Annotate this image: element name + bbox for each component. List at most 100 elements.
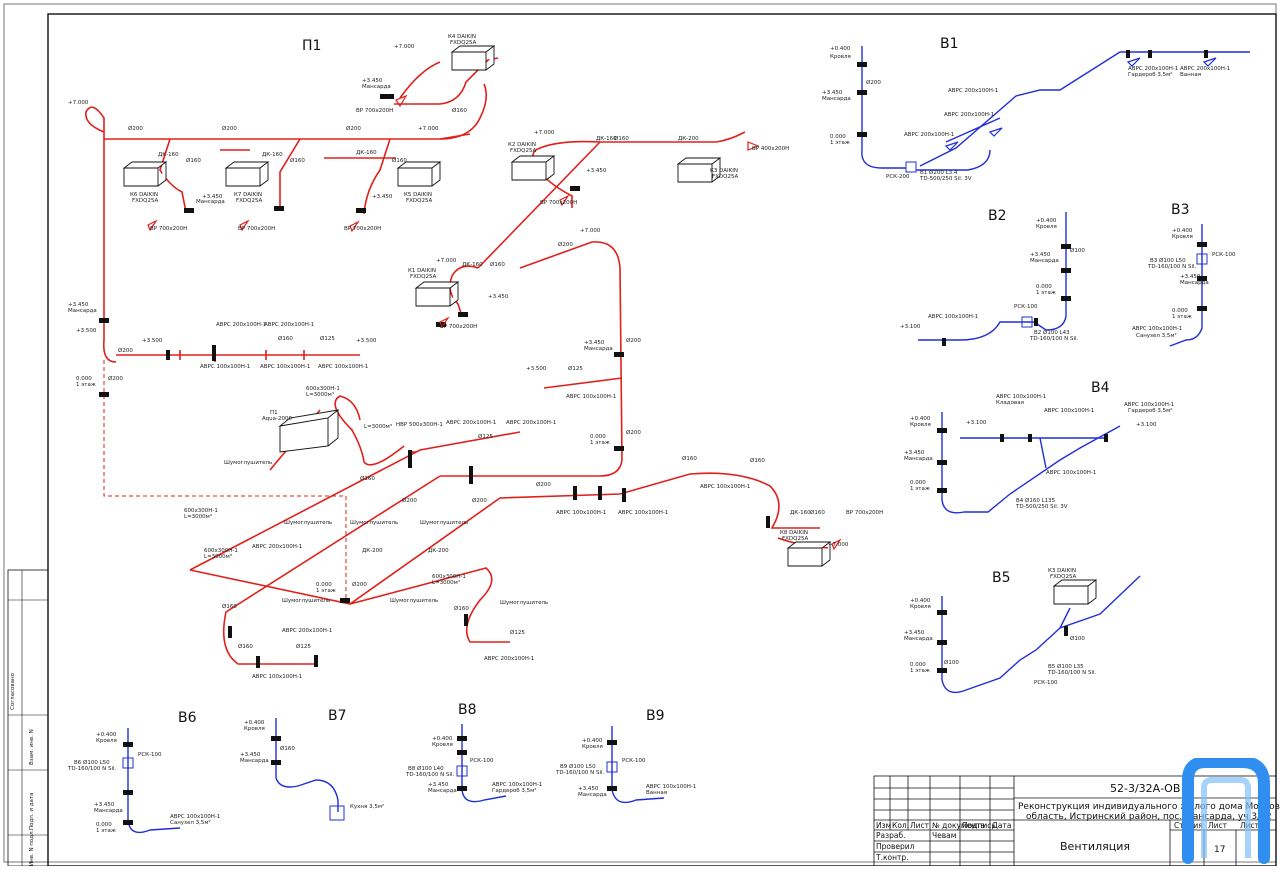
v7-label-plus3450: +3.450 — [240, 752, 261, 758]
label-shum-3: Шумоглушитель — [350, 520, 398, 526]
label-elev-16: +7.000 — [394, 44, 415, 50]
v4-label-guard: Гардероб 3,5м² — [1128, 407, 1173, 414]
label-k5: К5 DAIKIN — [404, 192, 432, 198]
v5-label-rsk: РСК-100 — [1034, 680, 1058, 686]
label-abvr-7: АВРС 200х100Н-1 — [484, 656, 534, 662]
label-d200-10: Ø200 — [118, 347, 133, 354]
v1-fittings — [857, 50, 1208, 137]
v2-label-manzard: Мансарда — [1030, 258, 1059, 264]
label-shum-4: Шумоглушитель — [420, 520, 468, 526]
v8-label-room: Гардероб 3,5м² — [492, 787, 537, 794]
label-vr-8: ВР 700х200Н — [846, 510, 883, 516]
stamp-razrab-name: Чевам — [932, 831, 956, 840]
label-dk-8: ДК-200 — [362, 548, 383, 554]
label-d200-12: Ø200 — [352, 581, 367, 588]
strip-podpis: Подп. и дата — [29, 793, 35, 830]
label-d200-8: Ø200 — [472, 497, 487, 504]
label-abvr-3: АВРС 200х100Н-1 — [446, 420, 496, 426]
v2-fan — [1021, 316, 1033, 328]
label-abvr2-8: АВРС 100х100Н-1 — [252, 674, 302, 680]
v8-label-grille: АВРС 100х100Н-1 — [492, 782, 542, 788]
v1-label-grille-4: АВРС 200х100Н-1 — [1128, 66, 1178, 72]
label-k4: К4 DAIKIN — [448, 34, 476, 40]
v3-fittings — [1197, 242, 1207, 311]
label-elev-3: +3.450 — [584, 340, 605, 346]
stamp-sheet-title: Вентиляция — [1060, 840, 1130, 853]
label-d160-10: Ø160 — [810, 509, 825, 516]
v9-label-plus0400: +0.400 — [582, 738, 603, 744]
v1-label-d200: Ø200 — [866, 79, 881, 86]
label-d160-7: Ø160 — [278, 335, 293, 342]
label-vent-size-5: L=3000м³ — [364, 423, 392, 430]
v8-label-plus0400: +0.400 — [432, 736, 453, 742]
v2-label-rsk: РСК-100 — [1014, 304, 1038, 310]
label-elev-11: +3.500 — [76, 328, 97, 334]
label-k8-model: FXDQ25A — [782, 536, 808, 542]
v8-label-fan: TD-160/100 N Sil. — [405, 772, 455, 778]
label-k3-model: FXDQ25A — [712, 174, 738, 180]
v1-label-plus3450: +3.450 — [822, 90, 843, 96]
label-d160-3: Ø160 — [392, 157, 407, 164]
label-etazh-2: 1 этаж — [590, 440, 610, 446]
v2-label-grille: АВРС 100х100Н-1 — [928, 314, 978, 320]
stamp-sheet-h: Лист — [1208, 821, 1228, 830]
label-d200-2: Ø200 — [222, 125, 237, 132]
v1-exhaust — [861, 46, 1250, 171]
v1-label-grille-2: АВРС 200х100Н-1 — [944, 112, 994, 118]
label-manzard-2: Мансарда — [362, 84, 391, 90]
v9-fittings — [607, 740, 617, 791]
v5-label-d100: Ø100 — [944, 659, 959, 666]
label-elev-10: +3.500 — [526, 366, 547, 372]
label-nvr: НВР 500х300Н-1 — [396, 422, 443, 428]
label-d125-2: Ø125 — [478, 433, 493, 440]
v1-labels: +0.400 Кровля +3.450 Мансарда 0.000 1 эт… — [822, 46, 1230, 182]
label-abvr2-7: АВРС 100х100Н-1 — [700, 484, 750, 490]
strip-soglasovano: Согласовано — [10, 672, 16, 710]
label-d200-11: Ø200 — [108, 375, 123, 382]
v8-label-plus3450: +3.450 — [428, 782, 449, 788]
label-shum-2: Шумоглушитель — [284, 520, 332, 526]
stamp-col-izm: Изм — [876, 821, 891, 830]
v6-label-etazh: 1 этаж — [96, 828, 116, 834]
v8-label-rsk: РСК-100 — [470, 758, 494, 764]
v6-label-vent: В6 Ø100 L50 — [74, 759, 110, 766]
label-d160-6: Ø160 — [490, 261, 505, 268]
label-d200-7: Ø200 — [402, 497, 417, 504]
label-vent-size-2: L=3000м³ — [204, 553, 232, 560]
label-vent-size-1: L=3000м³ — [184, 513, 212, 520]
v7-label-kitchen: Кухня 3,5м² — [350, 803, 384, 810]
label-elev-13: 0.000 — [590, 434, 606, 440]
v2-label-vent: В2 Ø100 L43 — [1034, 329, 1070, 336]
v1-fan — [905, 161, 917, 173]
strip-inv: Инв. N подл. — [29, 829, 35, 866]
v9-label-rsk: РСК-100 — [622, 758, 646, 764]
label-elev-20: +7.000 — [418, 126, 439, 132]
stamp-col-date: Дата — [992, 821, 1011, 830]
v1-label-grille-1: АВРС 200х100Н-1 — [948, 88, 998, 94]
v4-label-plus3100b: +3.100 — [1136, 422, 1157, 428]
v7-label-d160: Ø160 — [280, 745, 295, 752]
label-vr-2: ВР 700х200Н — [150, 226, 187, 232]
label-abvr-4: АВРС 200х100Н-1 — [506, 420, 556, 426]
v7-label-manzard: Мансарда — [240, 758, 269, 764]
v3-fan — [1196, 253, 1208, 265]
section-title-v6: В6 — [178, 710, 197, 726]
section-title-p1: П1 — [302, 38, 321, 54]
label-vent-size-4: L=3000м³ — [432, 579, 460, 586]
label-shum-size-2: 600х300Н-1 — [204, 548, 238, 554]
label-k1: К1 DAIKIN — [408, 268, 436, 274]
v8-fan — [456, 765, 468, 777]
v8-labels: +0.400 Кровля В8 Ø100 L40 TD-160/100 N S… — [405, 736, 542, 794]
label-d125-4: Ø125 — [296, 643, 311, 650]
label-elev-12: 0.000 — [76, 376, 92, 382]
stamp-project: Реконструкция индивидуального жилого дом… — [1018, 802, 1280, 812]
label-d200-6: Ø200 — [626, 429, 641, 436]
v5-label-etazh: 1 этаж — [910, 668, 930, 674]
label-elev-1: +3.450 — [68, 302, 89, 308]
stamp-col-sign: Подпись — [962, 821, 996, 830]
v1-label-etazh: 1 этаж — [830, 140, 850, 146]
section-title-v3: В3 — [1171, 202, 1190, 218]
label-vr-1: ВР 700х200Н — [356, 108, 393, 114]
v4-label-manzard: Мансарда — [904, 456, 933, 462]
v1-label-vent: В1 Ø200 L3.4 — [920, 169, 958, 176]
